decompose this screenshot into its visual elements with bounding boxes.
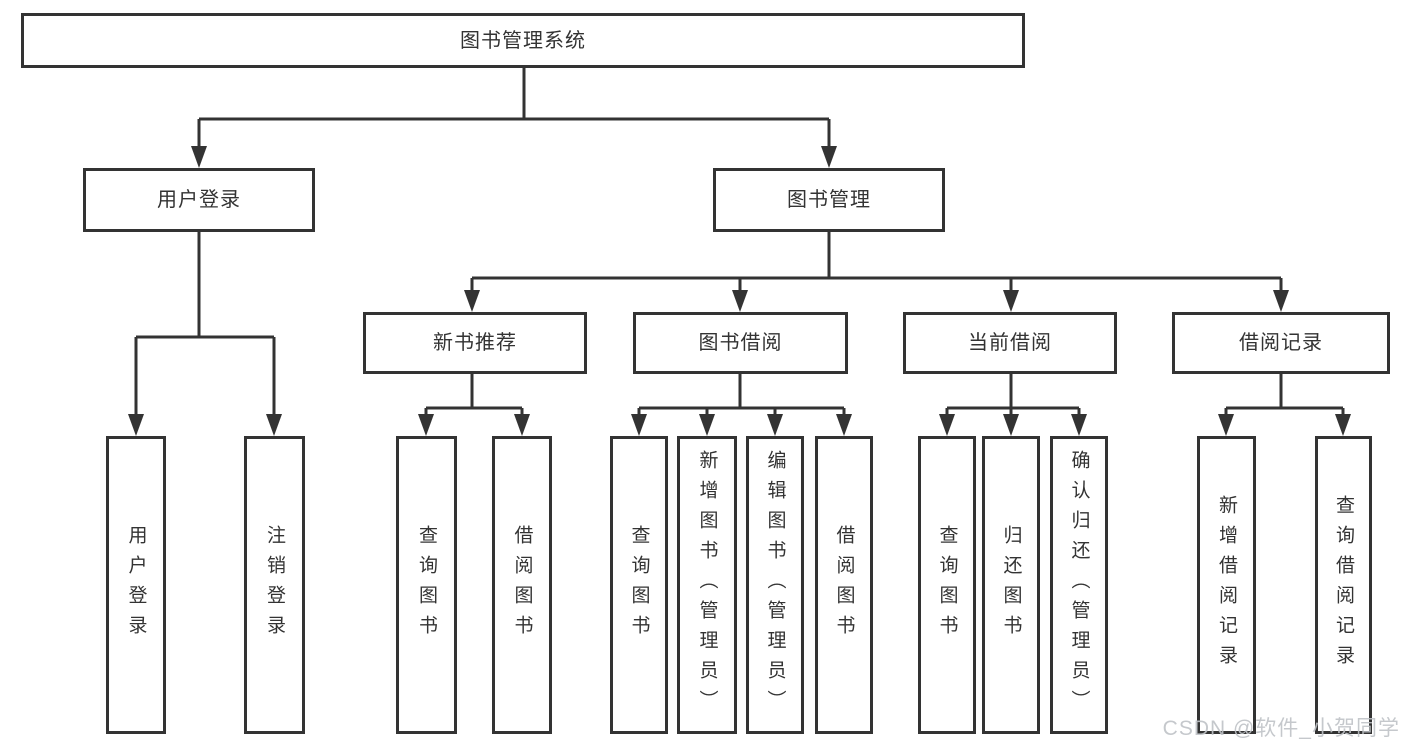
leaf-add-borrow-record: 新增借阅记录 — [1197, 436, 1256, 734]
leaf-query-books-1: 查询图书 — [396, 436, 457, 734]
node-borrow-records: 借阅记录 — [1172, 312, 1390, 374]
leaf-query-books-2-label: 查询图书 — [628, 525, 650, 645]
node-user-login: 用户登录 — [83, 168, 315, 232]
leaf-confirm-return-admin-label: 确认归还（管理员） — [1068, 450, 1090, 720]
leaf-logout: 注销登录 — [244, 436, 305, 734]
leaf-query-books-1-label: 查询图书 — [416, 525, 437, 645]
node-borrow-records-label: 借阅记录 — [1239, 332, 1323, 354]
leaf-borrow-books-1-label: 借阅图书 — [511, 525, 533, 645]
node-book-management: 图书管理 — [713, 168, 945, 232]
leaf-return-books-label: 归还图书 — [1000, 525, 1022, 645]
leaf-borrow-books-1: 借阅图书 — [492, 436, 552, 734]
node-current-borrow-label: 当前借阅 — [968, 332, 1052, 354]
leaf-add-book-admin: 新增图书（管理员） — [677, 436, 737, 734]
node-current-borrow: 当前借阅 — [903, 312, 1117, 374]
leaf-user-login-label: 用户登录 — [125, 525, 147, 645]
leaf-add-book-admin-label: 新增图书（管理员） — [696, 450, 718, 720]
node-book-borrow-label: 图书借阅 — [698, 332, 783, 354]
leaf-query-borrow-record: 查询借阅记录 — [1315, 436, 1372, 734]
leaf-edit-book-admin-label: 编辑图书（管理员） — [764, 450, 786, 720]
leaf-query-books-2: 查询图书 — [610, 436, 668, 734]
leaf-confirm-return-admin: 确认归还（管理员） — [1050, 436, 1108, 734]
leaf-add-borrow-record-label: 新增借阅记录 — [1216, 495, 1237, 675]
node-book-borrow: 图书借阅 — [633, 312, 848, 374]
leaf-query-books-3-label: 查询图书 — [936, 525, 958, 645]
node-new-book-recommend: 新书推荐 — [363, 312, 587, 374]
leaf-edit-book-admin: 编辑图书（管理员） — [746, 436, 804, 734]
node-root-label: 图书管理系统 — [460, 29, 586, 52]
watermark-text: CSDN @软件_小贺同学 — [1162, 717, 1400, 740]
node-user-login-label: 用户登录 — [157, 189, 241, 211]
leaf-logout-label: 注销登录 — [264, 525, 285, 645]
leaf-user-login: 用户登录 — [106, 436, 166, 734]
arrowheads — [128, 146, 1351, 436]
node-book-management-label: 图书管理 — [787, 189, 871, 211]
node-new-book-recommend-label: 新书推荐 — [433, 332, 517, 354]
node-root: 图书管理系统 — [21, 13, 1025, 68]
leaf-query-books-3: 查询图书 — [918, 436, 976, 734]
leaf-borrow-books-2-label: 借阅图书 — [833, 525, 855, 645]
leaf-return-books: 归还图书 — [982, 436, 1040, 734]
leaf-borrow-books-2: 借阅图书 — [815, 436, 873, 734]
leaf-query-borrow-record-label: 查询借阅记录 — [1333, 495, 1354, 675]
